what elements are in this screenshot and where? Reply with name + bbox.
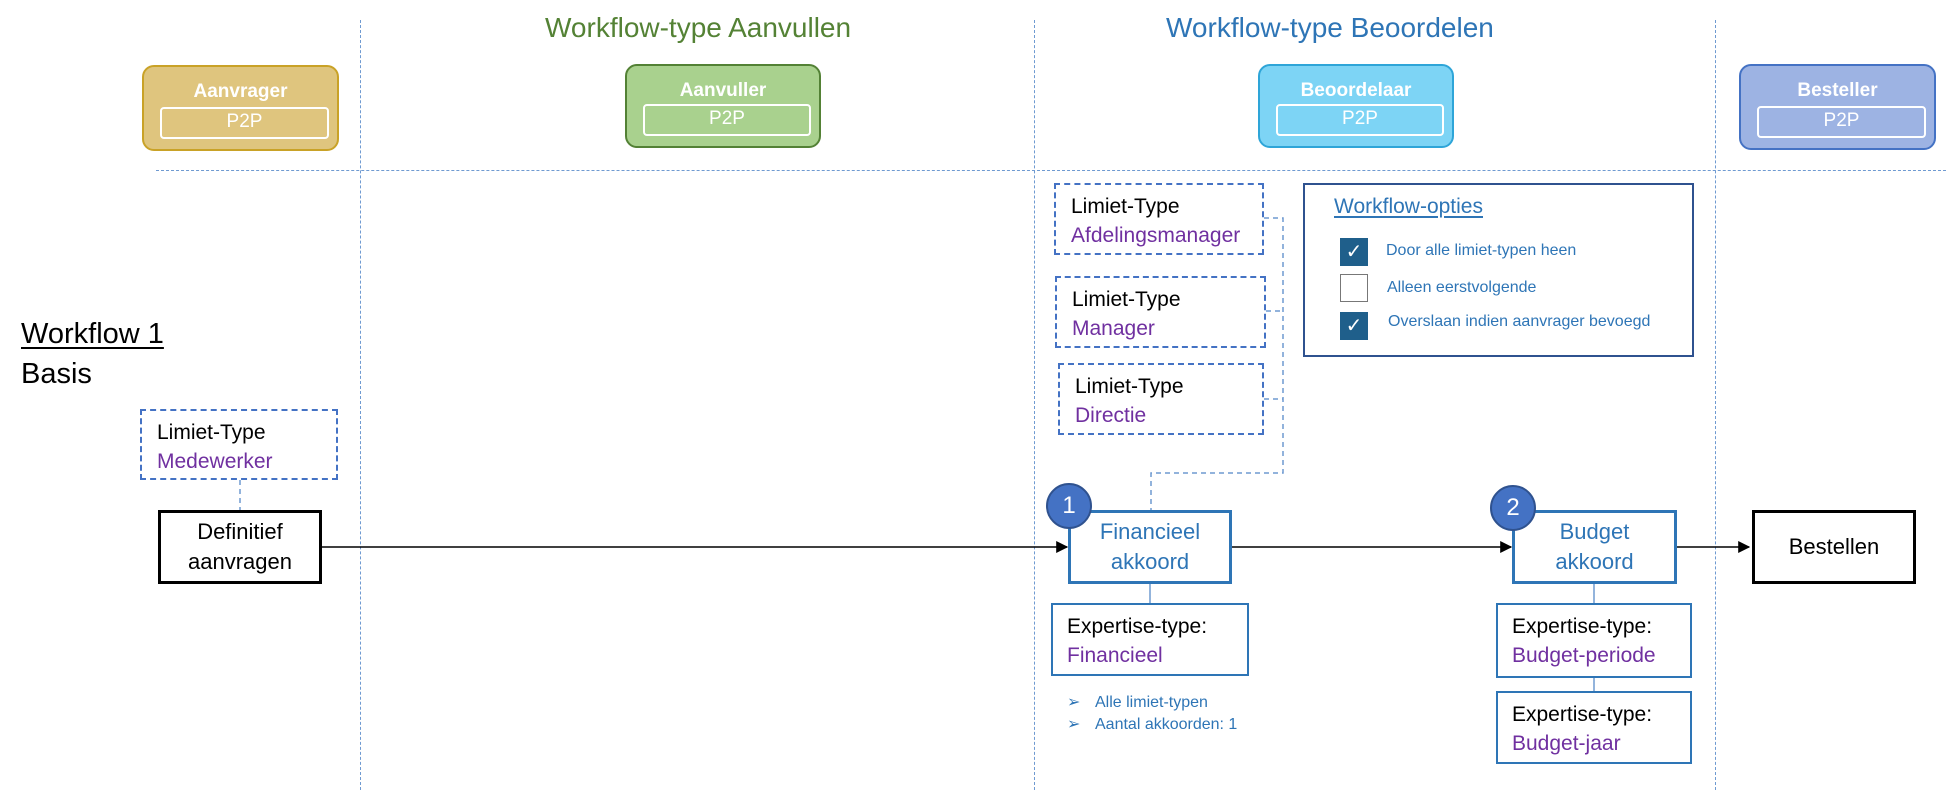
node-label-line: akkoord <box>1555 549 1634 574</box>
limit-type-medewerker: Limiet-Type Medewerker <box>140 409 338 480</box>
role-name: Aanvuller <box>679 80 767 101</box>
limit-type-afdelingsmanager: Limiet-Type Afdelingsmanager <box>1054 183 1264 255</box>
limit-type-label: Limiet-Type <box>157 421 266 444</box>
expertise-type-label: Expertise-type: <box>1512 703 1653 726</box>
limit-type-label: Limiet-Type <box>1075 375 1184 398</box>
expertise-type-label: Expertise-type: <box>1067 615 1208 638</box>
lane-divider-3 <box>1715 20 1716 790</box>
note-text: Aantal akkoorden: 1 <box>1095 716 1238 733</box>
limit-type-label: Limiet-Type <box>1071 195 1180 218</box>
limit-type-value: Manager <box>1072 317 1155 340</box>
option-label: Alleen eerstvolgende <box>1387 279 1537 296</box>
arrow-bullet-icon: ➢ <box>1067 694 1081 711</box>
role-beoordelaar: Beoordelaar P2P <box>1258 64 1454 148</box>
role-name: Aanvrager <box>193 81 288 102</box>
workflow-options-panel: Workflow-opties <box>1303 183 1694 357</box>
expertise-type-budget-jaar: Expertise-type: Budget-jaar <box>1496 691 1692 764</box>
node-label-line: Budget <box>1559 519 1630 544</box>
limit-type-value: Directie <box>1075 404 1147 427</box>
note-item: ➢ Alle limiet-typen <box>1067 692 1208 712</box>
expertise-type-label: Expertise-type: <box>1512 615 1653 638</box>
workflow-title: Workflow 1 <box>21 318 164 350</box>
node-label-line: Definitief <box>197 519 283 544</box>
header-divider <box>156 170 1946 171</box>
step-number-badge-2: 2 <box>1490 485 1536 531</box>
note-item: ➢ Aantal akkoorden: 1 <box>1067 714 1237 734</box>
expertise-type-value: Budget-periode <box>1512 644 1656 667</box>
checkbox-alleen-eerstvolgende[interactable] <box>1340 274 1368 302</box>
node-definitief-aanvragen: Definitief aanvragen <box>158 510 322 584</box>
role-aanvrager: Aanvrager P2P <box>142 65 339 151</box>
limit-type-label: Limiet-Type <box>1072 288 1181 311</box>
role-system-badge: P2P <box>643 104 811 136</box>
node-financieel-akkoord: Financieel akkoord <box>1068 510 1232 584</box>
step-number-badge-1: 1 <box>1046 483 1092 529</box>
lane-divider-2 <box>1034 20 1035 790</box>
option-label: Overslaan indien aanvrager bevoegd <box>1388 313 1651 330</box>
node-label-line: aanvragen <box>188 549 292 574</box>
workflow-subtitle: Basis <box>21 358 92 390</box>
expertise-type-budget-periode: Expertise-type: Budget-periode <box>1496 603 1692 678</box>
section-title-aanvullen: Workflow-type Aanvullen <box>545 12 852 43</box>
node-budget-akkoord: Budget akkoord <box>1512 510 1677 584</box>
checkbox-door-alle-limiet-typen[interactable]: ✓ <box>1340 238 1368 266</box>
node-label-line: Financieel <box>1099 519 1201 544</box>
role-aanvuller: Aanvuller P2P <box>625 64 821 148</box>
role-name: Beoordelaar <box>1300 80 1412 101</box>
expertise-type-value: Budget-jaar <box>1512 732 1621 755</box>
expertise-type-value: Financieel <box>1067 644 1163 667</box>
note-text: Alle limiet-typen <box>1095 694 1208 711</box>
limit-type-manager: Limiet-Type Manager <box>1055 276 1266 348</box>
role-name: Besteller <box>1797 80 1878 101</box>
role-system-badge: P2P <box>1276 104 1444 136</box>
role-system-badge: P2P <box>160 107 329 139</box>
limit-type-value: Medewerker <box>157 450 273 473</box>
lane-divider-1 <box>360 20 361 790</box>
workflow-options-title: Workflow-opties <box>1334 195 1483 218</box>
role-besteller: Besteller P2P <box>1739 64 1936 150</box>
checkbox-overslaan-indien-bevoegd[interactable]: ✓ <box>1340 312 1368 340</box>
arrow-bullet-icon: ➢ <box>1067 716 1081 733</box>
node-label-line: akkoord <box>1110 549 1190 574</box>
option-label: Door alle limiet-typen heen <box>1386 242 1577 259</box>
section-title-beoordelen: Workflow-type Beoordelen <box>1166 12 1494 43</box>
expertise-type-financieel: Expertise-type: Financieel <box>1051 603 1249 676</box>
node-bestellen: Bestellen <box>1752 510 1916 584</box>
limit-type-directie: Limiet-Type Directie <box>1058 363 1264 435</box>
role-system-badge: P2P <box>1757 106 1926 138</box>
limit-type-value: Afdelingsmanager <box>1071 224 1241 247</box>
